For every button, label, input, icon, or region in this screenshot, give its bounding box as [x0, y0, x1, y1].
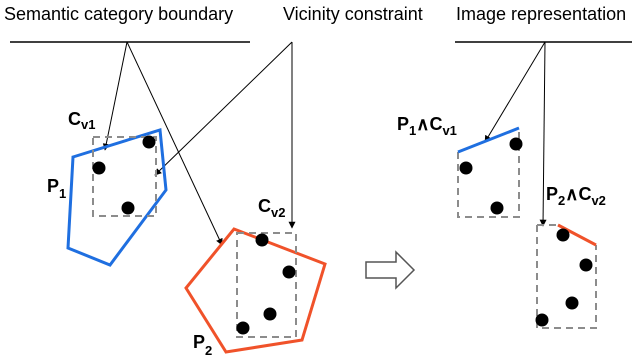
polygon-p1	[66, 128, 168, 267]
header-image-representation: Image representation	[456, 4, 626, 24]
transition-arrow-icon	[365, 250, 416, 290]
point	[535, 313, 549, 327]
label-p2: P2	[193, 332, 212, 358]
point	[92, 161, 106, 175]
point	[459, 161, 473, 175]
label-p1-and-cv1: P1∧Cv1	[397, 114, 457, 138]
point	[282, 265, 296, 279]
point	[236, 321, 250, 335]
box-cv1	[92, 136, 157, 217]
arrow-image-to-p2cv2	[539, 41, 547, 227]
box-p2cv2	[536, 225, 597, 329]
label-cv1: Cv1	[68, 109, 95, 132]
header-semantic-boundary: Semantic category boundary	[4, 4, 233, 24]
point	[142, 135, 156, 149]
point	[556, 228, 570, 242]
header-vicinity-constraint: Vicinity constraint	[283, 4, 423, 24]
arrow-vicinity-to-cv1	[154, 41, 293, 176]
label-cv2: Cv2	[258, 196, 285, 220]
polygon-p2	[184, 227, 327, 354]
point	[565, 296, 579, 310]
point	[579, 258, 593, 272]
arrow-semantic-to-p2	[126, 41, 223, 246]
arrow-image-to-p1cv1	[484, 41, 546, 143]
edge-p2cv2-red	[557, 223, 597, 247]
arrow-semantic-to-p1	[102, 41, 128, 151]
label-p2-and-cv2: P2∧Cv2	[546, 184, 606, 208]
box-p1cv1	[457, 128, 520, 218]
box-cv2	[236, 232, 297, 338]
point	[121, 201, 135, 215]
point	[263, 307, 277, 321]
label-p1: P1	[47, 176, 66, 201]
point	[490, 201, 504, 215]
edge-p1cv1-blue	[457, 126, 520, 154]
point	[255, 233, 269, 247]
point	[509, 137, 523, 151]
